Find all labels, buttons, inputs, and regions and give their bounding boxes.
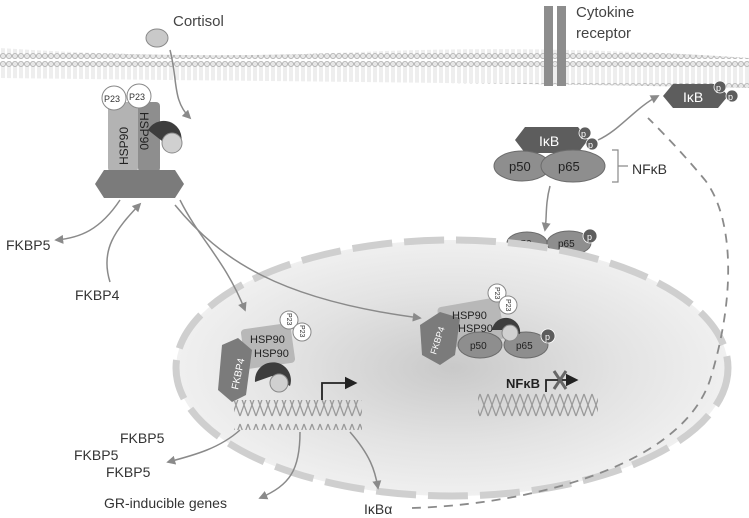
ikba-transcript-arrow (349, 431, 382, 490)
fkbp5-label-c: FKBP5 (106, 464, 151, 480)
p-label-top-2: p (728, 92, 733, 102)
cortisol-entry-arrow (169, 49, 192, 120)
gr-translocation-arrow-1 (179, 199, 247, 312)
ikb-release-arrow (597, 95, 660, 141)
transcription-blocked-x (552, 370, 568, 390)
dna-strand-left (234, 400, 362, 430)
cell-membrane (0, 48, 749, 88)
p23-label-nuc-left-1: P23 (285, 313, 292, 326)
p-label-nuc: p (545, 332, 550, 342)
nfkb-bracket (612, 149, 628, 183)
hsp90-label-nuc-right-1: HSP90 (452, 310, 487, 322)
fkbp5-label-a: FKBP5 (120, 430, 165, 446)
ikba-label: IκBα (364, 501, 392, 517)
hsp90-label-nuc-left-2: HSP90 (254, 348, 289, 360)
fkbp4-binding-arrow (106, 202, 142, 283)
ikb-phospho-top (663, 80, 739, 108)
dna-strand-right (478, 392, 598, 422)
fkbp5-transcript-arrow (166, 429, 241, 465)
ikb-label-top: IκB (683, 89, 703, 105)
nfkb-ikb-complex (493, 126, 606, 183)
nfkb-free-arrow (541, 185, 551, 232)
p65-label-nuc: p65 (516, 341, 533, 352)
cortisol-molecule (145, 28, 169, 48)
hsp90-label-nuc-left-1: HSP90 (250, 334, 285, 346)
cytokine-receptor-label-1: Cytokine (576, 4, 634, 21)
cortisol-label: Cortisol (173, 13, 224, 30)
ikba-feedback-dashed (411, 117, 730, 509)
nfkb-label: NFκB (632, 161, 667, 177)
nucleus (172, 236, 732, 500)
nfkb-bold-label: NFκB (506, 376, 540, 391)
p23-label-1: P23 (104, 94, 120, 104)
transcription-start-arrow-right (545, 373, 579, 392)
fkbp5-label: FKBP5 (6, 237, 51, 253)
nuclear-gr-nfkb-complex (420, 283, 556, 365)
cytokine-receptor (544, 6, 566, 86)
p50-label-nuc: p50 (470, 341, 487, 352)
hsp90-label-1: HSP90 (117, 127, 131, 165)
cytokine-receptor-label-2: receptor (576, 25, 631, 42)
nuclear-gr-complex-left (218, 310, 312, 402)
hsp90-label-2: HSP90 (137, 112, 151, 150)
p-label-mid-2: p (588, 140, 593, 150)
fkbp5-label-b: FKBP5 (74, 447, 119, 463)
p-label-free: p (587, 232, 592, 242)
gr-inducible-genes-label: GR-inducible genes (104, 495, 227, 511)
p23-label-nuc-left-2: P23 (298, 325, 305, 338)
p-label-top-1: p (716, 83, 721, 93)
ikb-label-mid: IκB (539, 133, 559, 149)
fkbp5-release-arrow (54, 199, 121, 244)
p23-label-2: P23 (129, 92, 145, 102)
p-label-mid-1: p (581, 129, 586, 139)
fkbp4-label: FKBP4 (75, 287, 120, 303)
p65-label-free: p65 (558, 239, 575, 250)
gr-translocation-arrow-2 (174, 204, 422, 322)
p50-label-mid: p50 (509, 159, 531, 174)
p23-label-nuc-right-2: P23 (504, 299, 511, 312)
p65-label-mid: p65 (558, 159, 580, 174)
cytoplasmic-gr-complex (95, 83, 184, 198)
hsp90-label-nuc-right-2: HSP90 (458, 323, 493, 335)
transcription-start-arrow-left (321, 376, 358, 400)
p23-label-nuc-right-1: P23 (493, 287, 500, 300)
gr-genes-arrow (258, 431, 301, 500)
